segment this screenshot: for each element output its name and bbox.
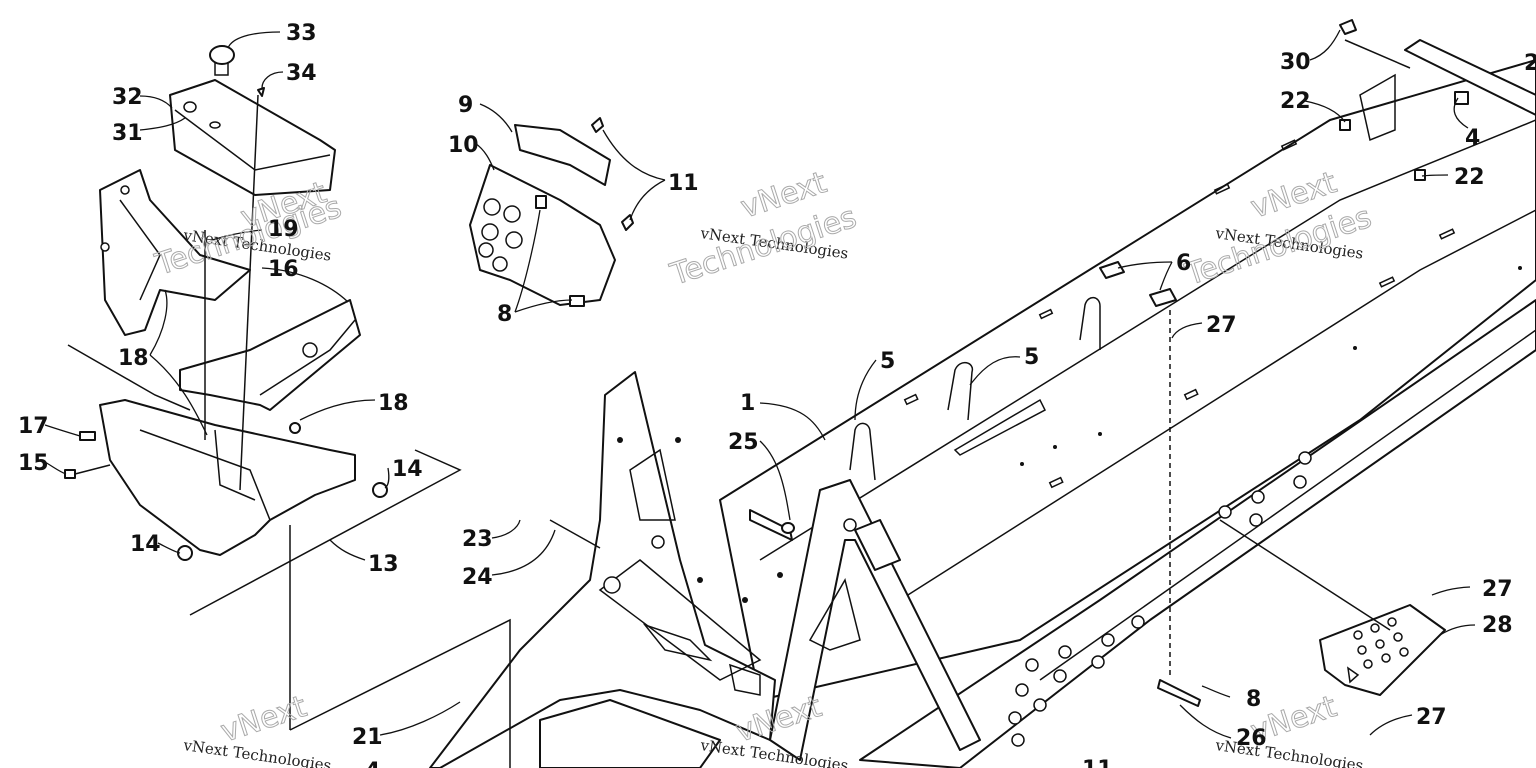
watermark-brand: vNext [217, 689, 311, 749]
callout-28: 28 [1482, 613, 1513, 638]
callout-34: 34 [286, 61, 317, 86]
callout-14: 14 [130, 532, 161, 557]
callout-10: 10 [448, 133, 479, 158]
callout-8: 8 [1246, 687, 1261, 712]
tunnel-part-1 [719, 59, 1536, 768]
callout-13: 13 [368, 552, 399, 577]
callout-8: 8 [497, 302, 512, 327]
callout-21: 21 [352, 725, 383, 750]
callout-25: 25 [728, 430, 759, 455]
callout-5: 5 [1024, 345, 1039, 370]
steering-post-base [64, 399, 388, 561]
callout-32: 32 [112, 85, 143, 110]
callout-16: 16 [268, 257, 299, 282]
callout-19: 19 [268, 217, 299, 242]
callout-27: 27 [1482, 577, 1513, 602]
callout-27: 27 [1416, 705, 1447, 730]
callout-18: 18 [378, 391, 409, 416]
explosion-lines [67, 39, 1411, 768]
callout-18: 18 [118, 346, 149, 371]
callout-11: 11 [668, 171, 699, 196]
callout-14: 14 [392, 457, 423, 482]
pad-6a [1099, 261, 1125, 279]
callout-33: 33 [286, 21, 317, 46]
callout-9: 9 [458, 93, 473, 118]
callout-22: 22 [1280, 89, 1311, 114]
front-frame [429, 371, 783, 768]
loop-handles [749, 296, 1101, 541]
steering-support-frame [99, 169, 361, 411]
callout-numbers: 33 34 32 31 9 10 11 8 19 16 18 18 17 15 … [18, 21, 1536, 768]
callout-2: 2 [1524, 51, 1536, 76]
callout-31: 31 [112, 121, 143, 146]
watermark-line: vNext Technologies [181, 736, 332, 768]
rear-a-frame [769, 479, 981, 761]
callout-30: 30 [1280, 50, 1311, 75]
cable-clip [1157, 679, 1201, 707]
callout-5: 5 [880, 349, 895, 374]
callout-22: 22 [1454, 165, 1485, 190]
callout-15: 15 [18, 451, 49, 476]
callout-4: 4 [1465, 126, 1480, 151]
footrest-bracket [1319, 604, 1446, 696]
callout-4: 4 [365, 759, 380, 768]
callout-17: 17 [18, 414, 49, 439]
callout-24: 24 [462, 565, 493, 590]
rear-bumper-parts [1339, 19, 1536, 181]
callout-11: 11 [1082, 757, 1113, 768]
callout-1: 1 [740, 391, 755, 416]
upper-bracket-assembly [469, 117, 634, 307]
leader-lines [44, 29, 1476, 739]
callout-6: 6 [1176, 251, 1191, 276]
callout-26: 26 [1236, 726, 1267, 751]
bulkhead-base [539, 699, 721, 768]
callout-23: 23 [462, 527, 493, 552]
pad-6b [1149, 288, 1177, 307]
callout-27: 27 [1206, 313, 1237, 338]
